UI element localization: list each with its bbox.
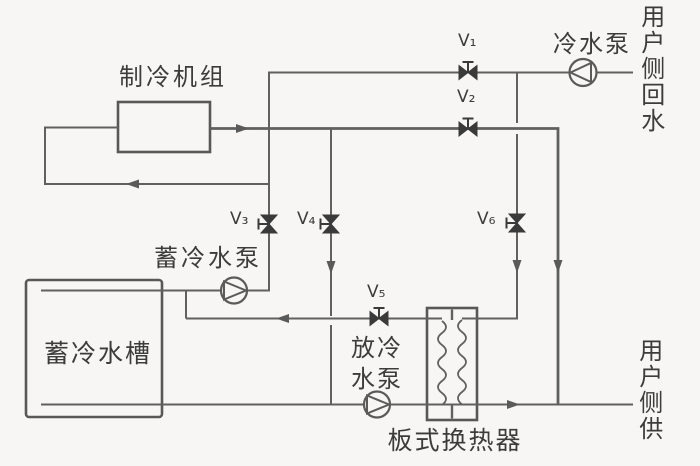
pipe-v6-branch-lower — [462, 134, 518, 320]
flow-arrows — [126, 124, 563, 409]
user-side-return-label: 用户侧回水 — [636, 4, 665, 134]
discharge-pump-label: 放冷 水泵 — [351, 334, 403, 393]
arrow-to-tank-icon — [276, 314, 289, 323]
chilled-water-pump-icon — [568, 57, 598, 88]
storage-pump-icon — [219, 276, 249, 305]
valve-v5-label: V₅ — [367, 282, 386, 302]
hx-internals — [437, 309, 467, 419]
valve-v2-label: V₂ — [457, 87, 476, 107]
arrow-supply-down-icon — [553, 260, 563, 273]
arrow-chiller-return-icon — [126, 179, 139, 189]
plate-heat-exchanger-box — [425, 306, 479, 422]
hx-coil-right — [457, 319, 467, 406]
plate-heat-exchanger-label: 板式换热器 — [387, 426, 523, 455]
valves — [257, 61, 527, 327]
arrow-supply-right-icon — [507, 400, 520, 409]
valve-v4-label: V₄ — [297, 209, 316, 229]
chiller-label: 制冷机组 — [119, 63, 227, 91]
arrow-v4-down-icon — [326, 261, 336, 274]
arrow-v6-down-icon — [512, 260, 522, 273]
hx-coil-left — [437, 320, 447, 406]
discharge-pump-icon — [362, 390, 392, 419]
storage-pump-label: 蓄冷水泵 — [154, 244, 262, 272]
valve-v3-icon — [257, 214, 279, 234]
pipe-chiller-supply — [210, 127, 560, 405]
pumps — [219, 57, 598, 419]
storage-tank-label: 蓄冷水槽 — [43, 339, 152, 368]
chilled-water-pump-label: 冷水泵 — [553, 30, 631, 58]
valve-v1-label: V₁ — [458, 31, 477, 51]
user-side-supply-label: 用户侧供 — [634, 338, 663, 442]
valve-v4-icon — [319, 214, 341, 234]
pipe-network — [41, 71, 633, 406]
valve-v1-icon — [458, 61, 478, 81]
valve-v5-icon — [369, 307, 389, 327]
arrow-chiller-out-icon — [236, 124, 249, 133]
pipe-return-top — [41, 71, 633, 292]
storage-tank-box — [24, 278, 164, 419]
chiller-box — [116, 100, 212, 154]
pipe-chiller-return — [44, 126, 269, 185]
valve-v6-icon — [505, 213, 527, 233]
valve-v3-label: V₃ — [230, 209, 249, 229]
valve-v2-icon — [458, 117, 478, 138]
valve-v6-label: V₆ — [477, 209, 496, 229]
